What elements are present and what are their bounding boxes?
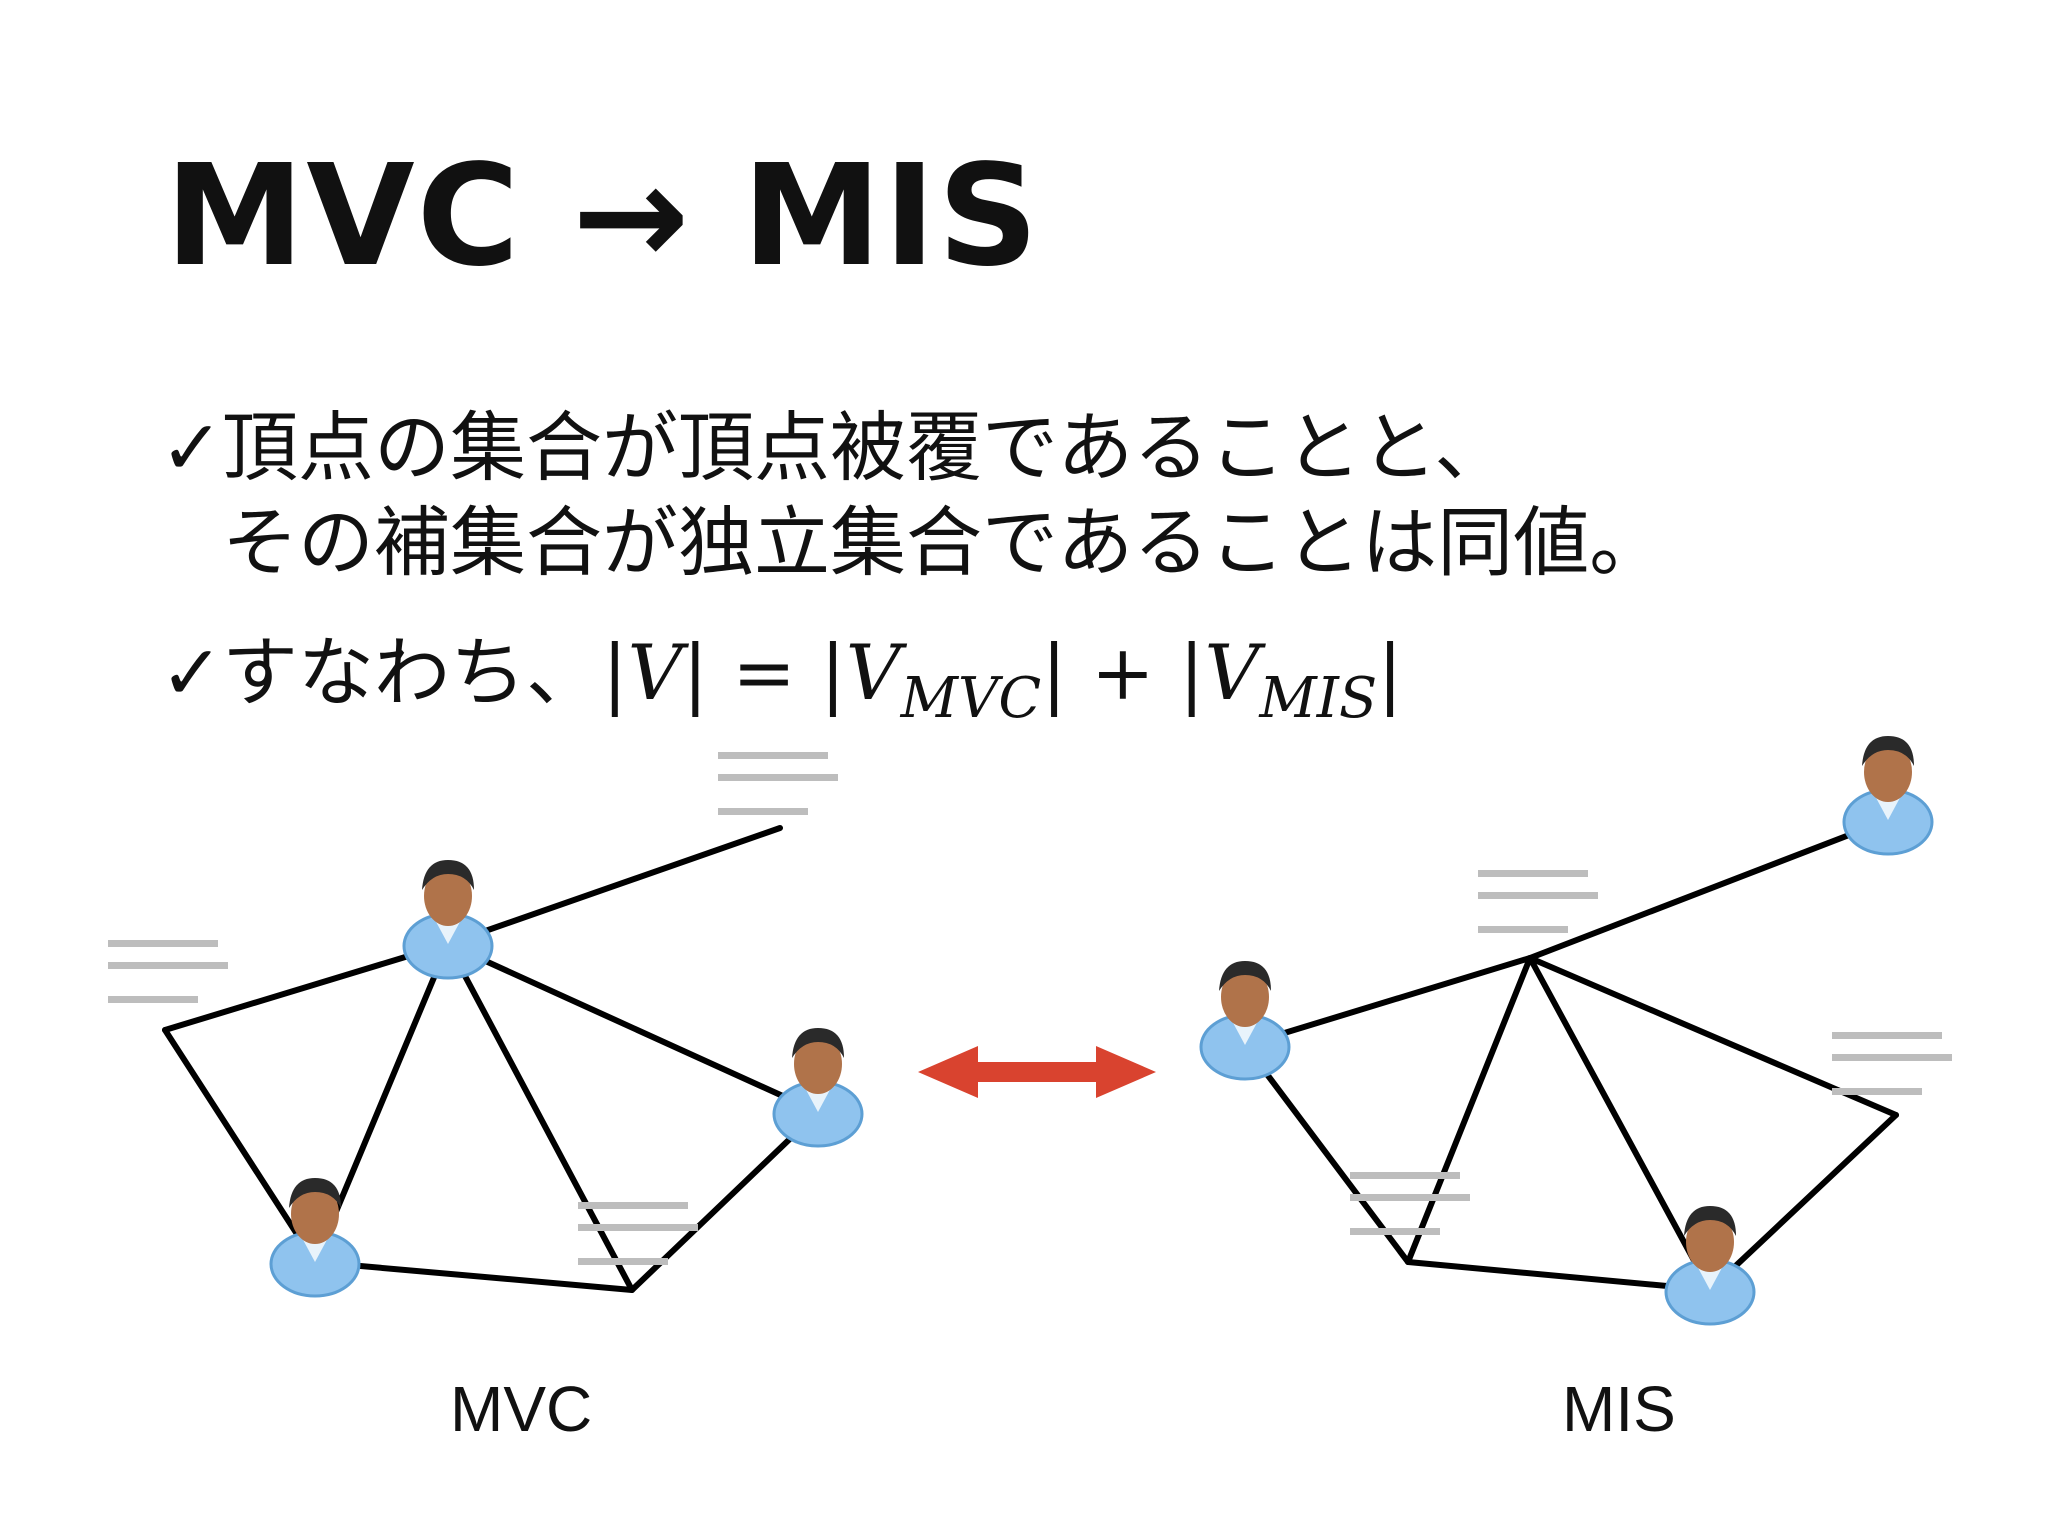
bullet-2: ✓すなわち、|V| = |VMVC| + |VMIS|: [160, 625, 1403, 734]
edge: [445, 941, 635, 1293]
slide-title: MVC → MIS: [165, 135, 1041, 298]
double-arrow-icon: [918, 1046, 1156, 1098]
edge: [1527, 955, 1713, 1293]
bullet-2-text: すなわち、: [222, 628, 602, 717]
edge: [1405, 1259, 1713, 1293]
placeholder-node: [578, 1202, 698, 1265]
person-icon: [1842, 734, 1934, 856]
caption-mvc: MVC: [450, 1373, 593, 1445]
placeholder-node: [718, 752, 838, 815]
edge: [162, 1027, 318, 1265]
placeholder-node: [1478, 870, 1598, 933]
edge: [445, 941, 821, 1115]
edge: [312, 1259, 635, 1293]
person-icon: [402, 858, 494, 980]
edge: [1707, 1112, 1899, 1293]
check-icon: ✓: [160, 628, 224, 717]
formula: |V| = |VMVC| + |VMIS|: [602, 628, 1403, 731]
edge: [1527, 817, 1891, 961]
placeholder-node: [1832, 1032, 1952, 1095]
bullet-1: ✓頂点の集合が頂点被覆であることと、 その補集合が独立集合であることは同値。: [160, 400, 1665, 590]
edge: [162, 941, 451, 1033]
person-icon: [772, 1026, 864, 1148]
person-icon: [1199, 959, 1291, 1081]
mis-edges: [1242, 817, 1899, 1293]
mvc-graph: [108, 752, 864, 1298]
edge: [1242, 955, 1533, 1048]
placeholder-node: [108, 940, 228, 1003]
caption-mis: MIS: [1562, 1373, 1676, 1445]
placeholder-node: [1350, 1172, 1470, 1235]
check-icon: ✓: [160, 403, 224, 492]
edge: [445, 825, 783, 947]
bullet-1-line-1: 頂点の集合が頂点被覆であることと、: [222, 403, 1511, 492]
bullet-1-line-2: その補集合が独立集合であることは同値。: [222, 498, 1666, 587]
mvc-edges: [162, 825, 821, 1293]
edge: [1242, 1042, 1411, 1265]
edge: [1405, 955, 1533, 1265]
mis-graph: [1199, 734, 1952, 1326]
